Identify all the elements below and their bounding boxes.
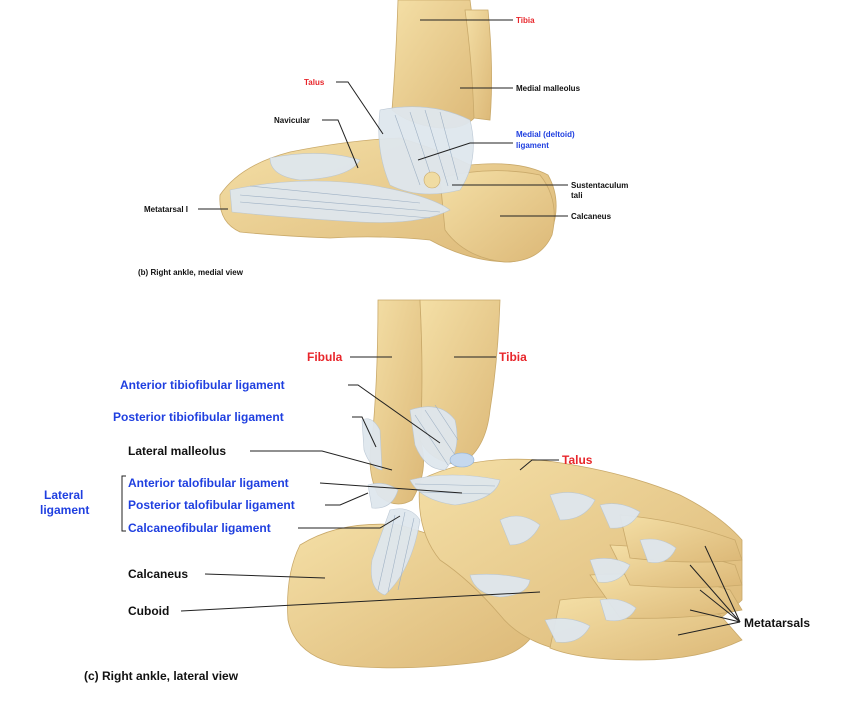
fibula-bone-c bbox=[369, 299, 424, 505]
tibia-label-b: Tibia bbox=[516, 16, 535, 25]
posterior-tibiofibular-label: Posterior tibiofibular ligament bbox=[113, 410, 284, 424]
panel-c-labels: Fibula Tibia Anterior tibiofibular ligam… bbox=[40, 350, 810, 683]
sustentaculum-label-line2: tali bbox=[571, 191, 583, 200]
panel-b-labels: Tibia Talus Medial malleolus Navicular M… bbox=[138, 16, 628, 277]
foot-ligaments-c bbox=[469, 492, 677, 643]
calcaneus-bone-b bbox=[439, 170, 555, 263]
plantar-ligaments-b bbox=[229, 153, 451, 223]
lateral-ligament-label-line1: Lateral bbox=[44, 488, 83, 502]
medial-malleolus-label: Medial malleolus bbox=[516, 84, 581, 93]
calcaneus-label-c: Calcaneus bbox=[128, 567, 188, 581]
calcaneofibular-ligament-c bbox=[371, 508, 421, 596]
panel-b-caption: (b) Right ankle, medial view bbox=[138, 268, 244, 277]
anterior-talofibular-label: Anterior talofibular ligament bbox=[128, 476, 289, 490]
deltoid-ligament-b bbox=[378, 106, 474, 195]
panel-c-leaders bbox=[121, 356, 741, 636]
talus-label-b: Talus bbox=[304, 78, 325, 87]
posterior-talofibular-label: Posterior talofibular ligament bbox=[128, 498, 295, 512]
panel-b-illustration bbox=[219, 0, 557, 263]
lateral-ligament-label-line2: ligament bbox=[40, 503, 89, 517]
panel-c-caption: (c) Right ankle, lateral view bbox=[84, 669, 239, 683]
cuboid-label: Cuboid bbox=[128, 604, 169, 618]
calcaneus-label-b: Calcaneus bbox=[571, 212, 612, 221]
fibula-label-c: Fibula bbox=[307, 350, 343, 364]
medial-deltoid-label-line1: Medial (deltoid) bbox=[516, 130, 575, 139]
medial-deltoid-label-line2: ligament bbox=[516, 141, 549, 150]
talus-label-c: Talus bbox=[562, 453, 593, 467]
fibula-bone-b bbox=[464, 9, 492, 121]
sustentaculum-label-line1: Sustentaculum bbox=[571, 181, 628, 190]
calcaneofibular-label: Calcaneofibular ligament bbox=[128, 521, 271, 535]
metatarsal-i-label: Metatarsal I bbox=[144, 205, 188, 214]
panel-b-leaders bbox=[198, 19, 568, 217]
metatarsals-label: Metatarsals bbox=[744, 616, 810, 630]
anterior-tibiofibular-label: Anterior tibiofibular ligament bbox=[120, 378, 285, 392]
lateral-malleolus-label: Lateral malleolus bbox=[128, 444, 226, 458]
talofibular-ligaments-c bbox=[367, 474, 501, 509]
panel-c-illustration bbox=[287, 299, 743, 669]
tibia-label-c: Tibia bbox=[499, 350, 527, 364]
navicular-label: Navicular bbox=[274, 116, 310, 125]
